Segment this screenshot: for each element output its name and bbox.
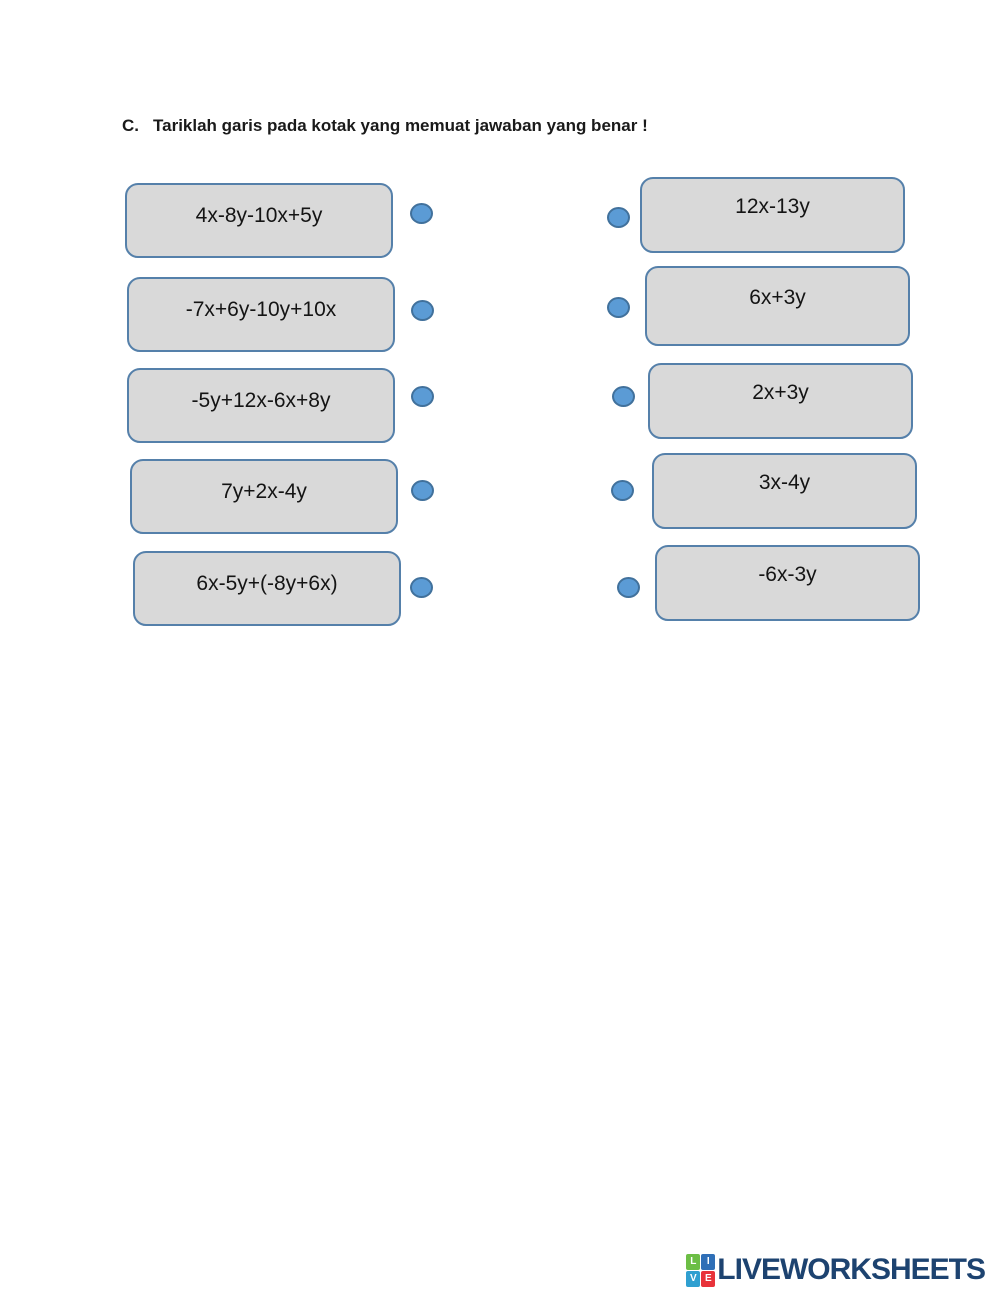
liveworksheets-logo-icon: L I V E (686, 1253, 716, 1287)
exercise-title: C. Tariklah garis pada kotak yang memuat… (122, 116, 648, 136)
left-box-3-label: -5y+12x-6x+8y (191, 388, 331, 412)
right-box-1-label: 12x-13y (735, 195, 810, 218)
right-box-5-label: -6x-3y (758, 563, 817, 586)
left-box-2-label: -7x+6y-10y+10x (185, 297, 337, 321)
left-box-4[interactable]: 7y+2x-4y (130, 459, 398, 534)
left-connector-dot-4[interactable] (411, 480, 434, 501)
instruction-text: Tariklah garis pada kotak yang memuat ja… (153, 116, 648, 135)
left-box-4-label: 7y+2x-4y (221, 479, 307, 503)
right-connector-dot-5[interactable] (617, 577, 640, 598)
section-label: C. (122, 116, 139, 135)
left-box-5[interactable]: 6x-5y+(-8y+6x) (133, 551, 401, 626)
left-box-2[interactable]: -7x+6y-10y+10x (127, 277, 395, 352)
logo-square-i: I (701, 1253, 716, 1270)
right-box-4[interactable]: 3x-4y (652, 453, 917, 529)
logo-square-v: V (686, 1270, 701, 1287)
right-box-2-label: 6x+3y (749, 286, 806, 309)
right-connector-dot-2[interactable] (607, 297, 630, 318)
right-box-3-label: 2x+3y (752, 381, 809, 404)
right-box-2[interactable]: 6x+3y (645, 266, 910, 346)
right-connector-dot-4[interactable] (611, 480, 634, 501)
right-box-3[interactable]: 2x+3y (648, 363, 913, 439)
left-box-1-label: 4x-8y-10x+5y (195, 203, 323, 227)
left-connector-dot-1[interactable] (410, 203, 433, 224)
logo-square-e: E (701, 1270, 716, 1287)
left-connector-dot-3[interactable] (411, 386, 434, 407)
left-box-3[interactable]: -5y+12x-6x+8y (127, 368, 395, 443)
right-connector-dot-1[interactable] (607, 207, 630, 228)
logo-square-l: L (686, 1253, 701, 1270)
right-box-5[interactable]: -6x-3y (655, 545, 920, 621)
right-box-1[interactable]: 12x-13y (640, 177, 905, 253)
liveworksheets-logo-text: LIVEWORKSHEETS (717, 1253, 986, 1286)
liveworksheets-logo: L I V E LIVEWORKSHEETS (686, 1253, 986, 1287)
left-connector-dot-5[interactable] (410, 577, 433, 598)
left-box-5-label: 6x-5y+(-8y+6x) (196, 571, 338, 595)
left-box-1[interactable]: 4x-8y-10x+5y (125, 183, 393, 258)
right-box-4-label: 3x-4y (758, 471, 811, 494)
right-connector-dot-3[interactable] (612, 386, 635, 407)
left-connector-dot-2[interactable] (411, 300, 434, 321)
